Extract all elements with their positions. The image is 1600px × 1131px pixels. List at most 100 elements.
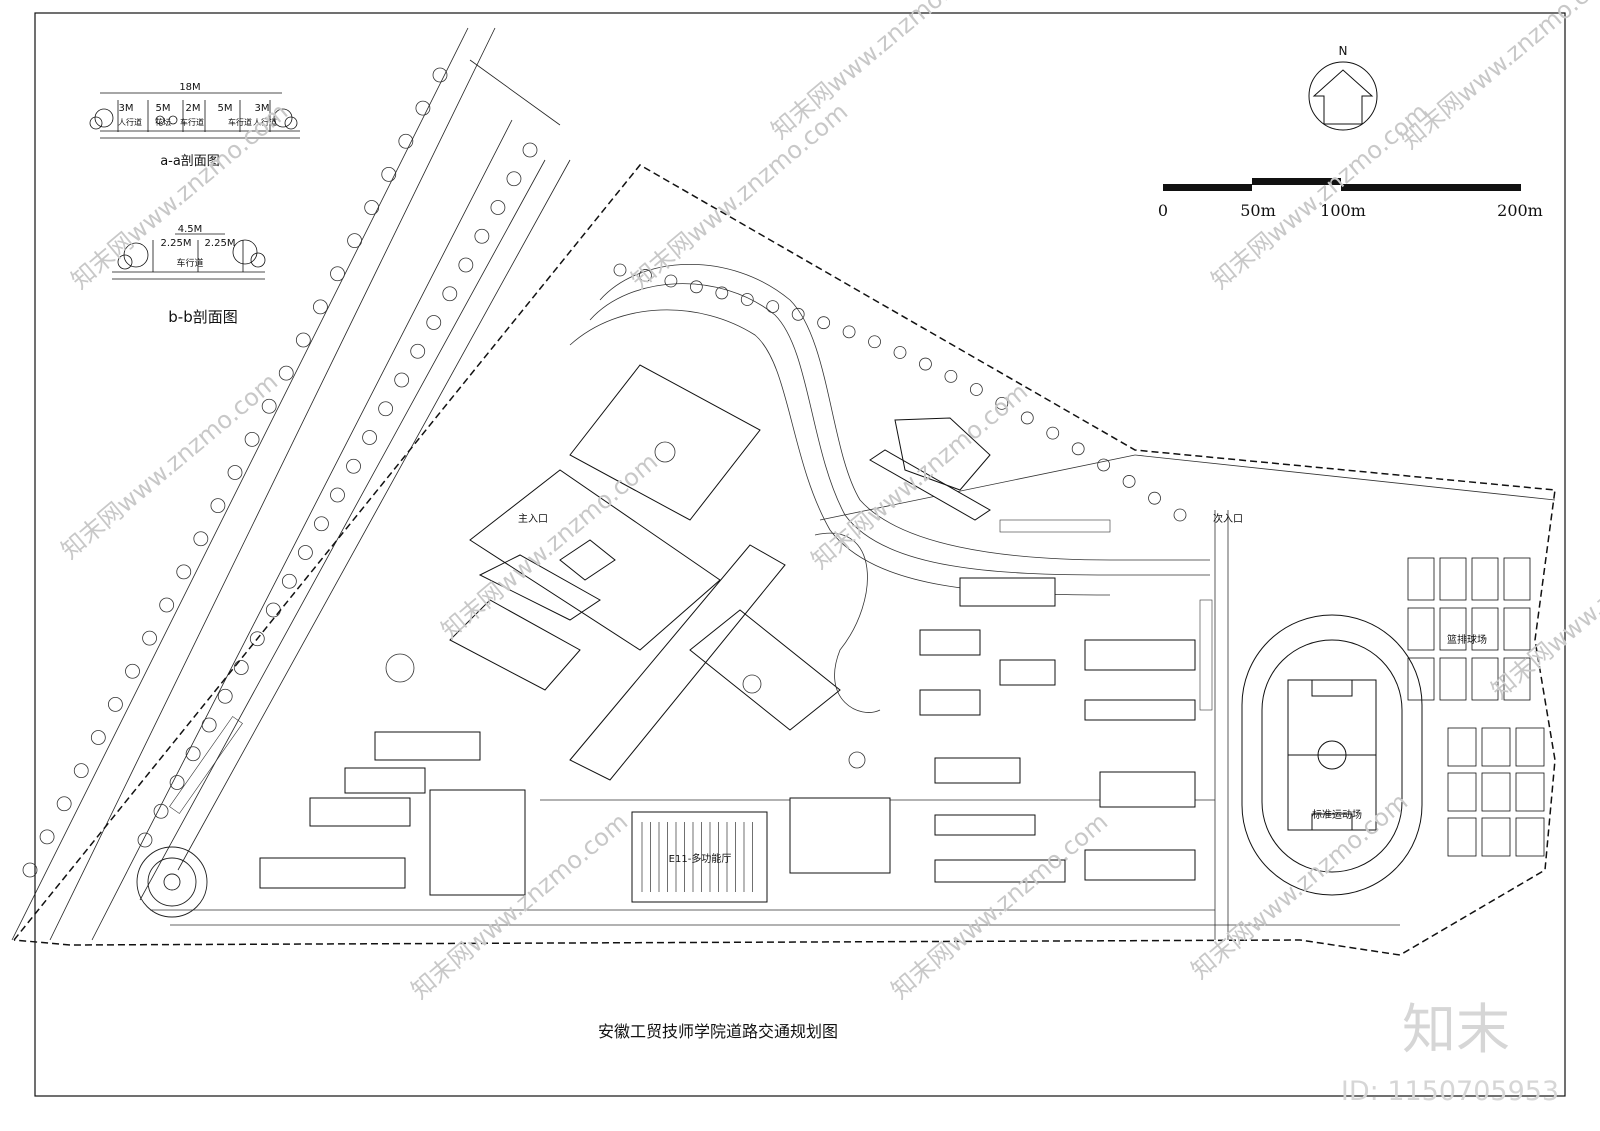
watermark-text: 知末网www.znzmo.com <box>886 808 1113 1005</box>
boulevard-tree <box>364 200 380 215</box>
boulevard-tree <box>381 166 397 182</box>
building-activity <box>789 797 891 874</box>
watermark-id: ID: 1150705953 <box>1341 1076 1559 1107</box>
boulevard-tree <box>265 602 281 618</box>
boulevard-tree <box>313 299 328 315</box>
boulevard-tree <box>330 266 345 282</box>
street-tree <box>664 274 678 288</box>
multi-hall-label: E11-多功能厅 <box>669 852 732 865</box>
street-tree <box>817 316 831 330</box>
basketball-court <box>1439 607 1467 651</box>
boulevard-tree <box>378 401 394 417</box>
volleyball-court <box>1481 772 1511 812</box>
street-tree <box>740 293 754 306</box>
basketball-court <box>1471 607 1499 651</box>
bb-lane: 车行道 <box>176 257 203 269</box>
building-dorm-3 <box>259 857 406 889</box>
hall-seating <box>641 822 753 892</box>
basketball-court <box>1471 557 1499 601</box>
aa-lane-4: 车行道 <box>228 117 252 127</box>
boulevard-tree <box>249 631 265 647</box>
stadium <box>1241 614 1423 896</box>
aa-width-1: 3M <box>119 103 134 114</box>
watermark-text: 知末网www.znzmo.com <box>1486 508 1600 705</box>
street-tree <box>1122 475 1136 488</box>
watermark-text: 知末网www.znzmo.com <box>806 378 1033 575</box>
boulevard-tree <box>244 431 260 447</box>
watermark-text: 知末网www.znzmo.com <box>436 448 663 645</box>
scale-bar <box>1163 178 1521 191</box>
boulevard-tree <box>39 829 55 845</box>
drawing-title: 安徽工贸技师学院道路交通规划图 <box>598 1022 838 1041</box>
north-arrow <box>1308 61 1378 131</box>
basketball-court <box>1471 657 1499 701</box>
boulevard-tree <box>394 372 410 388</box>
aa-width-2: 5M <box>156 103 171 114</box>
street-tree <box>969 383 983 396</box>
boulevard-tree <box>233 660 249 675</box>
volleyball-court <box>1447 817 1477 857</box>
street-tree <box>791 307 805 321</box>
watermark-text: 知末网www.znzmo.com <box>1186 788 1413 985</box>
street-tree <box>1173 508 1187 522</box>
basketball-courts <box>1407 557 1545 857</box>
watermark-text: 知末网www.znzmo.com <box>626 98 853 295</box>
boulevard-tree <box>362 430 377 445</box>
aa-lane-1: 人行道 <box>118 117 142 127</box>
building-axis <box>569 544 786 781</box>
basketball-court <box>1407 657 1435 701</box>
building-dorm-2 <box>309 797 411 827</box>
boulevard-tree <box>415 100 431 116</box>
boulevard-tree <box>201 717 217 733</box>
building-b <box>449 599 581 691</box>
scale-label-50: 50m <box>1240 201 1276 220</box>
boulevard-tree <box>490 200 506 215</box>
section-bb-labels: 4.5M 2.25M 2.25M 车行道 b-b剖面图 <box>161 224 238 326</box>
watermark-text: 知末网www.znzmo.com <box>1206 98 1433 295</box>
boulevard-tree <box>426 315 442 330</box>
boulevard-tree <box>330 487 345 503</box>
section-aa-labels: 18M 3M 5M 2M 5M 3M 人行道 车行道 花坛 车行道 人行道 a-… <box>118 82 277 169</box>
watermark-logo: 知末 <box>1402 998 1510 1061</box>
boulevard-trees <box>22 67 538 878</box>
buildings <box>259 364 1196 903</box>
aa-lane-5: 人行道 <box>253 117 277 127</box>
basketball-court <box>1503 657 1531 701</box>
boulevard-tree <box>278 365 294 381</box>
bb-total-width: 4.5M <box>178 224 203 235</box>
main-entrance-label: 主入口 <box>518 513 548 525</box>
building-north <box>869 449 991 521</box>
boulevard-tree <box>142 630 157 646</box>
volleyball-court <box>1447 772 1477 812</box>
section-aa-drawing <box>89 92 300 139</box>
section-bb-title: b-b剖面图 <box>168 308 237 326</box>
street-tree <box>1071 442 1085 456</box>
boulevard-tree <box>346 458 361 474</box>
boulevard-tree <box>56 796 72 812</box>
street-tree <box>715 286 729 300</box>
boulevard-tree <box>458 257 474 273</box>
volleyball-court <box>1515 727 1545 767</box>
boulevard-tree <box>153 803 169 819</box>
boulevard-tree <box>442 286 458 302</box>
street-tree <box>944 369 958 383</box>
secondary-entrance-label: 次入口 <box>1213 512 1243 525</box>
building-e11 <box>631 811 768 903</box>
boulevard-tree <box>73 763 89 779</box>
plaza-features <box>385 441 881 769</box>
building-dining <box>429 789 526 896</box>
boulevard-tree <box>137 832 153 848</box>
boulevard-tree <box>125 663 140 679</box>
basketball-court <box>1439 557 1467 601</box>
aa-lane-2: 车行道 <box>180 117 204 127</box>
street-tree <box>689 280 703 294</box>
boulevard-tree <box>185 746 201 762</box>
boulevard-tree <box>169 775 185 790</box>
boulevard-tree <box>522 142 538 158</box>
aa-total-width: 18M <box>179 82 200 93</box>
aa-lane-3: 花坛 <box>155 117 171 127</box>
boulevard-tree <box>314 516 329 532</box>
street-tree <box>893 346 907 359</box>
north-road-trees <box>613 263 1187 522</box>
